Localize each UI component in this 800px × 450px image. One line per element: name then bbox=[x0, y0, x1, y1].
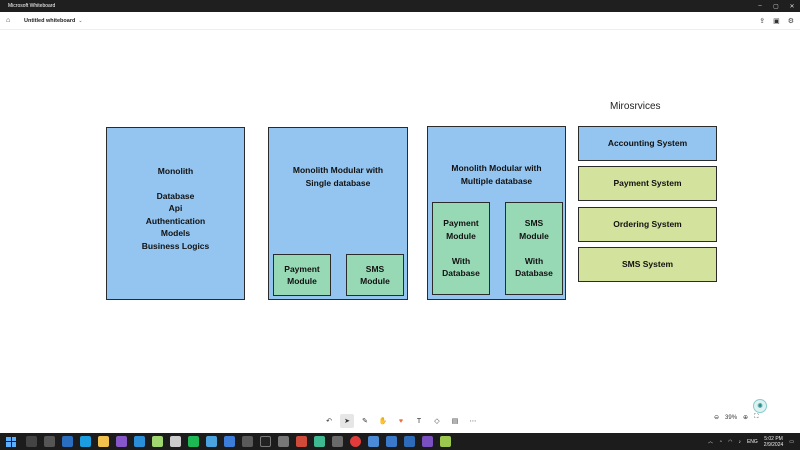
service-accounting[interactable]: Accounting System bbox=[578, 126, 717, 161]
service-payment[interactable]: Payment System bbox=[578, 166, 717, 201]
app-icon[interactable] bbox=[422, 436, 433, 447]
slack-icon[interactable] bbox=[314, 436, 325, 447]
vscode-icon[interactable] bbox=[134, 436, 145, 447]
chevron-up-icon[interactable]: ︿ bbox=[708, 439, 714, 445]
monolith-items: Database Api Authentication Models Busin… bbox=[141, 190, 210, 251]
note-icon[interactable]: ▤ bbox=[451, 418, 459, 425]
gear-icon[interactable]: ⚙ bbox=[787, 18, 794, 25]
header-actions: ⇪ ▣ ⚙ bbox=[759, 12, 794, 30]
service-ordering[interactable]: Ordering System bbox=[578, 207, 717, 242]
modular-multi-title: Monolith Modular with Multiple database bbox=[451, 163, 542, 186]
app-icon[interactable] bbox=[368, 436, 379, 447]
service-label: Accounting System bbox=[607, 138, 688, 149]
service-label: Ordering System bbox=[613, 219, 682, 230]
zoom-in-icon[interactable]: ⊕ bbox=[743, 415, 749, 421]
app-icon[interactable] bbox=[386, 436, 397, 447]
app-icon[interactable] bbox=[332, 436, 343, 447]
edge-icon[interactable] bbox=[80, 436, 91, 447]
clock-date: 2/9/2024 bbox=[763, 441, 784, 448]
undo-icon[interactable]: ↶ bbox=[326, 418, 332, 425]
app-icon[interactable] bbox=[242, 436, 253, 447]
volume-icon[interactable]: ♪ bbox=[738, 438, 741, 445]
monolith-title: Monolith bbox=[157, 166, 194, 176]
app-icon[interactable] bbox=[224, 436, 235, 447]
share-icon[interactable]: ⇪ bbox=[759, 18, 766, 25]
notepad-icon[interactable] bbox=[152, 436, 163, 447]
payment-module-db-shape[interactable]: Payment Module With Database bbox=[432, 202, 490, 295]
highlighter-icon[interactable]: ✋ bbox=[378, 418, 388, 425]
payment-module-shape[interactable]: Payment Module bbox=[273, 254, 331, 296]
shapes-icon[interactable]: ◇ bbox=[434, 418, 440, 425]
clock[interactable]: 5:02 PM 2/9/2024 bbox=[764, 436, 783, 448]
windows-taskbar: ︿ ◔ ◠ ♪ ENG 5:02 PM 2/9/2024 ▭ bbox=[0, 433, 800, 450]
zoom-out-icon[interactable]: ⊖ bbox=[714, 415, 720, 421]
service-sms[interactable]: SMS System bbox=[578, 247, 717, 282]
home-icon[interactable]: ⌂ bbox=[6, 17, 11, 24]
service-label: SMS System bbox=[621, 259, 674, 270]
app-icon[interactable] bbox=[404, 436, 415, 447]
clock-time: 5:02 PM bbox=[764, 435, 783, 442]
text-icon[interactable]: T bbox=[416, 417, 422, 425]
search-icon[interactable] bbox=[26, 436, 37, 447]
language-indicator[interactable]: ENG bbox=[746, 438, 758, 445]
monolith-shape[interactable]: Monolith Database Api Authentication Mod… bbox=[106, 127, 245, 300]
visual-studio-icon[interactable] bbox=[116, 436, 127, 447]
taskbar-apps bbox=[26, 436, 451, 447]
wifi-icon[interactable]: ◠ bbox=[728, 438, 733, 445]
minimize-icon[interactable]: – bbox=[758, 3, 762, 9]
modular-single-title: Monolith Modular with Single database bbox=[292, 165, 384, 188]
spotify-icon[interactable] bbox=[188, 436, 199, 447]
pen-icon[interactable]: ✎ bbox=[362, 418, 368, 425]
close-icon[interactable]: ✕ bbox=[789, 3, 795, 10]
microservices-title[interactable]: Mirosrvices bbox=[610, 101, 661, 112]
app-icon[interactable] bbox=[206, 436, 217, 447]
task-view-icon[interactable] bbox=[44, 436, 55, 447]
window-titlebar: Microsoft Whiteboard – ▢ ✕ bbox=[0, 0, 800, 12]
document-title[interactable]: Untitled whiteboard bbox=[24, 17, 76, 24]
network-icon[interactable]: ◔ bbox=[719, 438, 723, 445]
zoom-level[interactable]: 39% bbox=[725, 414, 738, 421]
select-icon[interactable]: ➤ bbox=[340, 414, 354, 428]
system-tray: ︿ ◔ ◠ ♪ ENG 5:02 PM 2/9/2024 ▭ bbox=[708, 433, 794, 450]
reaction-icon[interactable]: ♥ bbox=[398, 417, 404, 425]
windows-start-icon[interactable] bbox=[6, 436, 16, 447]
drawing-toolbar: ↶ ➤ ✎ ✋ ♥ T ◇ ▤ ⋯ bbox=[322, 413, 480, 429]
file-explorer-icon[interactable] bbox=[98, 436, 109, 447]
record-icon[interactable] bbox=[350, 436, 361, 447]
service-label: Payment System bbox=[613, 178, 682, 189]
maximize-icon[interactable]: ▢ bbox=[773, 3, 779, 10]
fit-screen-icon[interactable]: ⛶ bbox=[754, 414, 759, 420]
window-controls: – ▢ ✕ bbox=[752, 0, 800, 12]
app-header: ⌂ Untitled whiteboard ⌄ ⇪ ▣ ⚙ bbox=[0, 12, 800, 30]
zoom-controls: ⊖ 39% ⊕ ⛶ bbox=[714, 414, 758, 421]
app-icon[interactable] bbox=[278, 436, 289, 447]
gallery-icon[interactable]: ▣ bbox=[773, 18, 780, 25]
copilot-icon[interactable]: ✺ bbox=[753, 399, 767, 413]
sms-module-db-shape[interactable]: SMS Module With Database bbox=[505, 202, 563, 295]
chevron-down-icon[interactable]: ⌄ bbox=[78, 17, 83, 24]
android-icon[interactable] bbox=[440, 436, 451, 447]
app-icon[interactable] bbox=[296, 436, 307, 447]
more-icon[interactable]: ⋯ bbox=[469, 418, 477, 425]
terminal-icon[interactable] bbox=[260, 436, 271, 447]
window-title: Microsoft Whiteboard bbox=[8, 3, 56, 9]
widgets-icon[interactable] bbox=[62, 436, 73, 447]
sms-module-shape[interactable]: SMS Module bbox=[346, 254, 404, 296]
notification-icon[interactable]: ▭ bbox=[789, 438, 794, 445]
app-icon[interactable] bbox=[170, 436, 181, 447]
